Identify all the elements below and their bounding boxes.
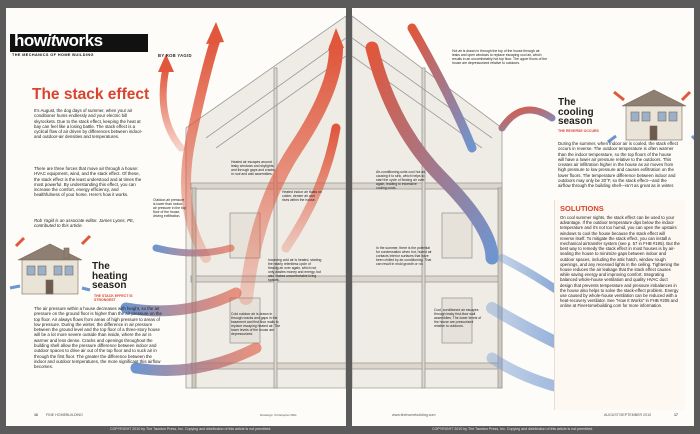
solutions-paragraph: On cool summer nights, the stack effect … (560, 215, 680, 309)
solutions-box (554, 200, 685, 410)
heating-subtitle: THE STACK EFFECT IS STRONGEST (94, 294, 133, 303)
small-house-summer (621, 89, 687, 141)
copyright-left: COPYRIGHT 2010 by The Taunton Press, Inc… (110, 427, 272, 431)
brand-logo: howitworks (14, 31, 103, 50)
cooling-subtitle: THE REVERSE OCCURS (558, 129, 599, 133)
callout-heated-escapes: Heated air escapes around leaky windows … (231, 160, 275, 177)
left-page: howitworks THE MECHANICS OF HOME BUILDIN… (6, 8, 346, 426)
brand-tagline: THE MECHANICS OF HOME BUILDING (12, 53, 94, 57)
copyright-right: COPYRIGHT 2010 by The Taunton Press, Inc… (432, 427, 594, 431)
page-number-left: 16 (34, 413, 38, 417)
heating-paragraph: The air pressure within a house decrease… (34, 306, 162, 370)
callout-cold-drawn-in: Cold outdoor air is drawn in through cra… (231, 312, 281, 337)
callout-condensation: In the summer, there is the potential fo… (376, 246, 432, 267)
callout-hot-drawn-in: Hot air is drawn in through the top of t… (452, 49, 548, 66)
callout-cool-escapes: Cool, conditioned air escapes through le… (434, 308, 482, 329)
drawing-credit: Drawings: Christopher Mills (260, 413, 297, 417)
callout-cycle: Incoming cold air is heated, starting th… (268, 258, 322, 283)
solutions-title: SOLUTIONS (560, 204, 604, 213)
right-page: Hot air is drawn in through the top of t… (352, 8, 694, 426)
forces-paragraph: There are three forces that move air thr… (34, 166, 142, 198)
heating-season-illustration (9, 15, 346, 389)
author-credit: Rob Yagid is an associate editor. James … (34, 218, 135, 229)
callout-exfiltration: Outdoor-air pressure is lower than indoo… (153, 198, 186, 219)
brand-bar (10, 34, 148, 52)
intro-paragraph: It's August, the dog days of summer, whe… (34, 108, 143, 140)
magazine-name: FINE HOMEBUILDING (46, 413, 83, 417)
callout-ac-units: Air-conditioning units cool hot air, cau… (376, 170, 426, 191)
callout-heated-rises: Heated indoor air floats on colder, dens… (282, 190, 322, 203)
page-number-right: 17 (674, 413, 678, 417)
website-url: www.finehomebuilding.com (392, 413, 436, 417)
page-title: The stack effect (32, 86, 150, 103)
cooling-paragraph: During the summer, when indoor air is co… (558, 141, 678, 189)
small-house-winter (17, 243, 83, 295)
issue-date: AUGUST/SEPTEMBER 2010 (604, 413, 652, 417)
cooling-season-illustration (352, 15, 694, 406)
byline: BY ROB YAGID (158, 53, 192, 58)
